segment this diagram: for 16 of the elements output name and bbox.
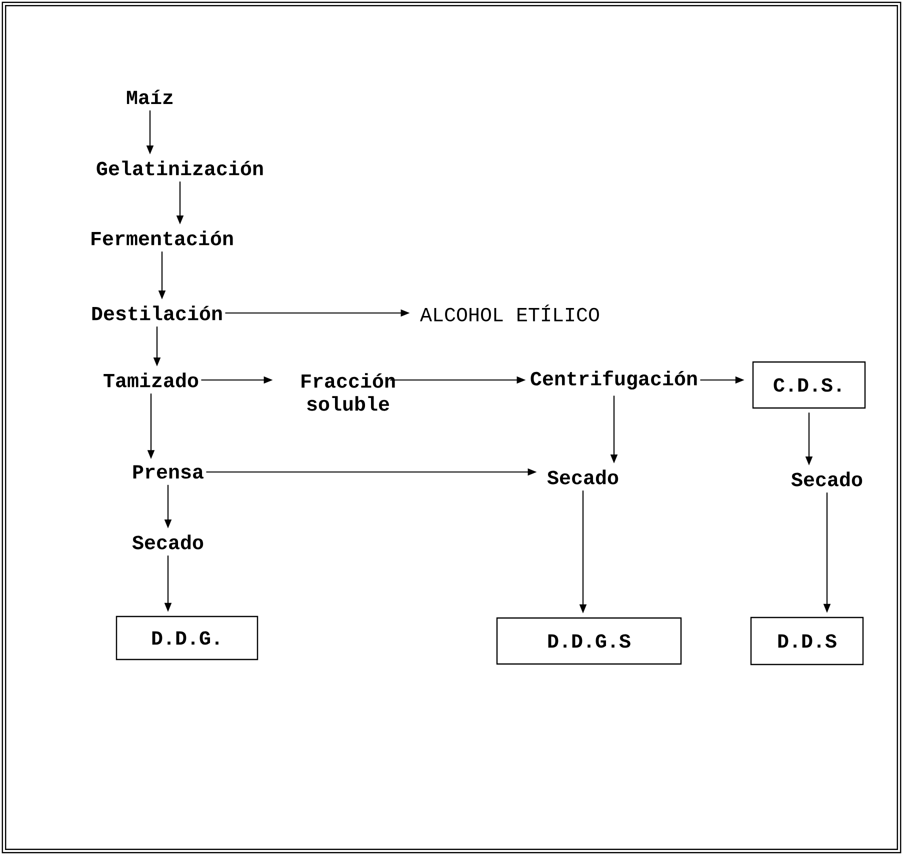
step-label: Fracción soluble xyxy=(302,373,395,411)
step-label: Prensa xyxy=(133,465,204,479)
product-box: D.D.G.S xyxy=(496,617,682,665)
step-label: Secado xyxy=(132,534,204,550)
product-box: D.D.G. xyxy=(116,616,258,660)
step-label: Secado xyxy=(547,470,618,484)
product-box: D.D.S xyxy=(750,616,864,666)
product-label: ALCOHOL ETÍLICO xyxy=(420,304,599,322)
product-box: C.D.S. xyxy=(752,361,866,409)
step-label: Gelatinización xyxy=(96,160,263,176)
step-label: Maíz xyxy=(126,90,172,104)
step-label: Centrifugación xyxy=(530,370,697,390)
step-label: Destilación xyxy=(92,306,222,320)
step-label: Fermentación xyxy=(92,230,233,246)
step-label: Tamizado xyxy=(104,372,198,388)
step-label: Secado xyxy=(791,472,862,486)
